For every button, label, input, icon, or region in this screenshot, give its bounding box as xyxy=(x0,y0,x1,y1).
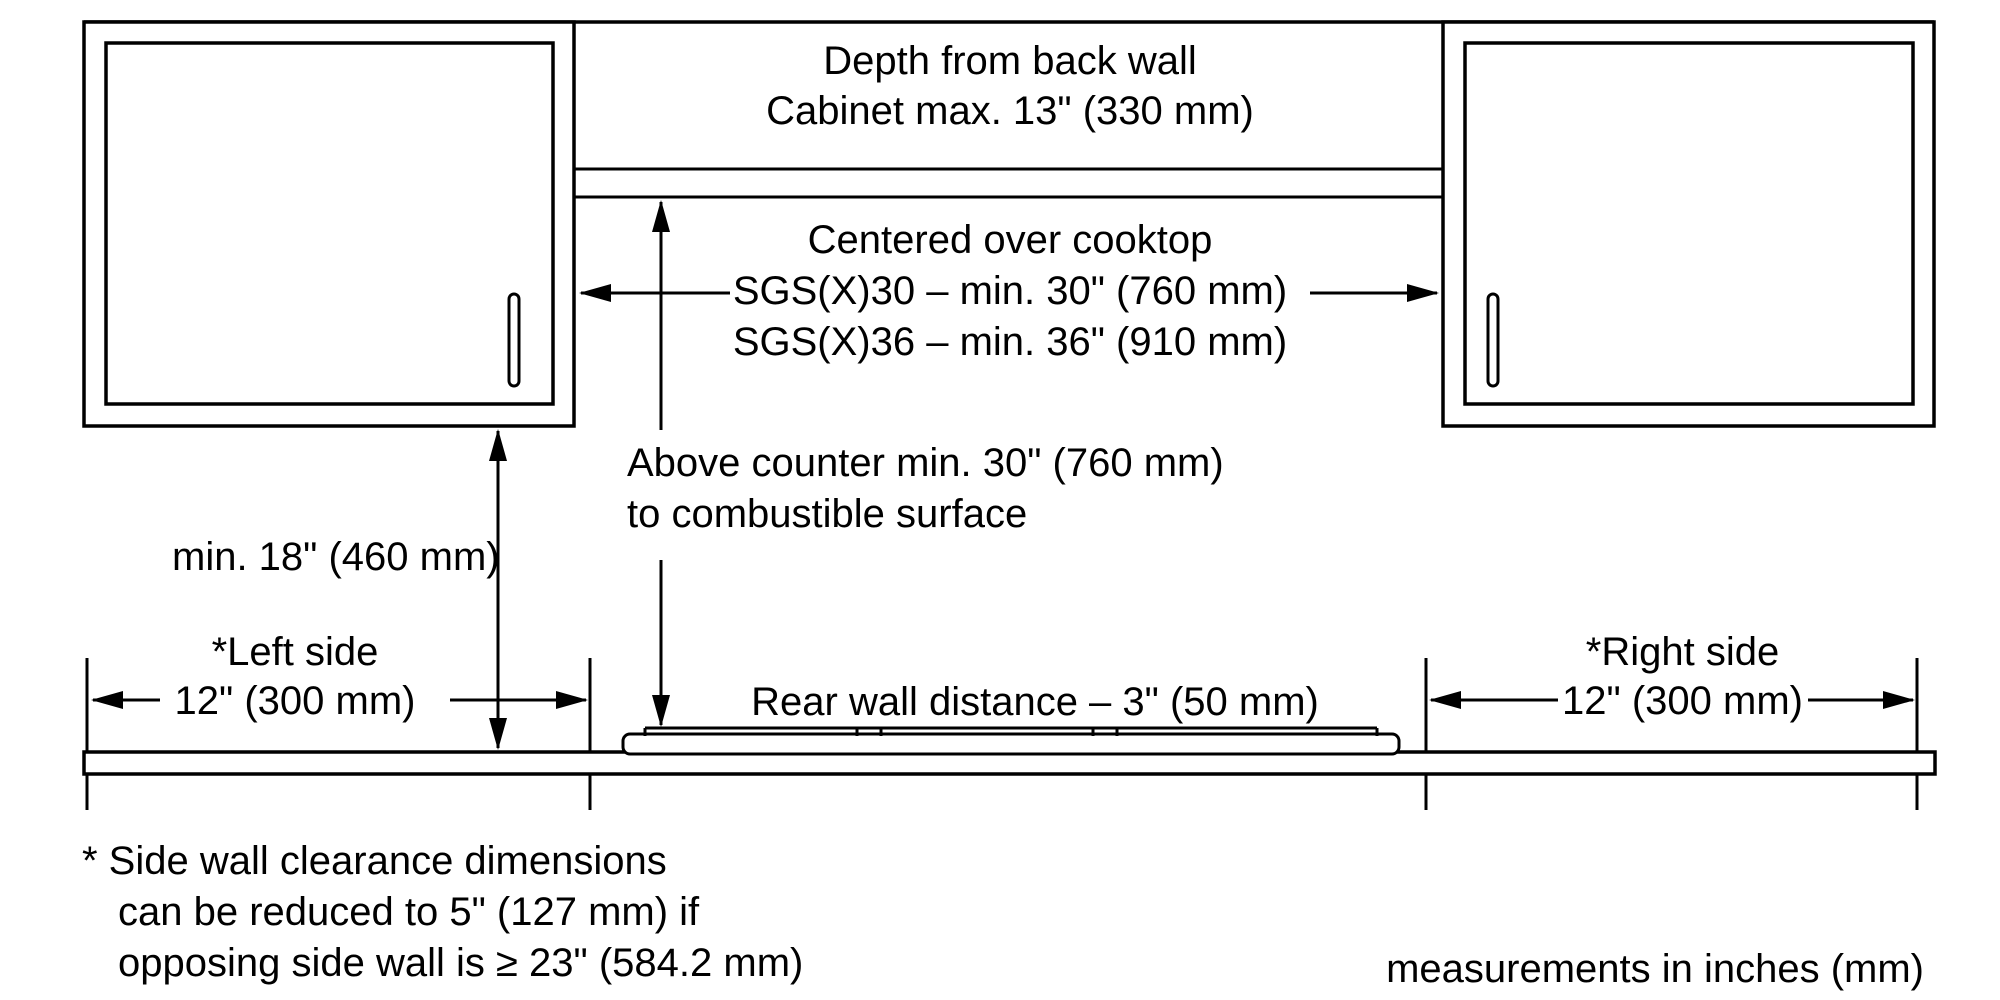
depth-from-back-wall-note: Depth from back wall Cabinet max. 13" (3… xyxy=(600,36,1420,136)
centered-over-cooktop-note: Centered over cooktop SGS(X)30 – min. 30… xyxy=(610,215,1410,368)
left-cabinet xyxy=(82,20,576,428)
left-cabinet-door xyxy=(104,41,555,406)
left-side-line2: 12" (300 mm) xyxy=(174,679,416,723)
rear-wall-distance-label: Rear wall distance – 3" (50 mm) xyxy=(751,680,1319,724)
footnote-line3: opposing side wall is ≥ 23" (584.2 mm) xyxy=(118,941,804,985)
above-counter-line2: to combustible surface xyxy=(627,492,1028,536)
centered-note-line1: Centered over cooktop xyxy=(807,218,1213,262)
footnote-line1: * Side wall clearance dimensions xyxy=(82,839,667,883)
left-side-label: *Left side 12" (300 mm) xyxy=(95,628,495,726)
min-18-label: min. 18" (460 mm) xyxy=(172,535,500,579)
right-cabinet-handle xyxy=(1486,292,1500,388)
centered-note-line2: SGS(X)30 – min. 30" (760 mm) xyxy=(732,269,1288,313)
cooktop-body xyxy=(621,732,1401,756)
right-cabinet-door xyxy=(1463,41,1915,406)
units-note: measurements in inches (mm) xyxy=(1386,947,1924,991)
over-cooktop-cabinet-bottom xyxy=(574,167,1443,199)
depth-note-line2: Cabinet max. 13" (330 mm) xyxy=(766,89,1254,133)
right-side-line1: *Right side xyxy=(1585,630,1780,674)
footnote-line2: can be reduced to 5" (127 mm) if xyxy=(118,890,700,934)
right-side-label: *Right side 12" (300 mm) xyxy=(1460,628,1905,726)
dimension-reference-lines xyxy=(85,658,1919,810)
depth-note-line1: Depth from back wall xyxy=(823,39,1197,83)
side-wall-footnote: * Side wall clearance dimensions can be … xyxy=(82,836,803,989)
above-counter-note: Above counter min. 30" (760 mm) to combu… xyxy=(627,438,1224,540)
cooktop xyxy=(621,726,1401,756)
right-side-line2: 12" (300 mm) xyxy=(1562,679,1803,723)
right-cabinet xyxy=(1441,20,1936,428)
left-side-line1: *Left side xyxy=(211,630,379,674)
above-counter-line1: Above counter min. 30" (760 mm) xyxy=(627,441,1224,485)
centered-note-line3: SGS(X)36 – min. 36" (910 mm) xyxy=(732,320,1288,364)
left-cabinet-handle xyxy=(507,292,521,388)
